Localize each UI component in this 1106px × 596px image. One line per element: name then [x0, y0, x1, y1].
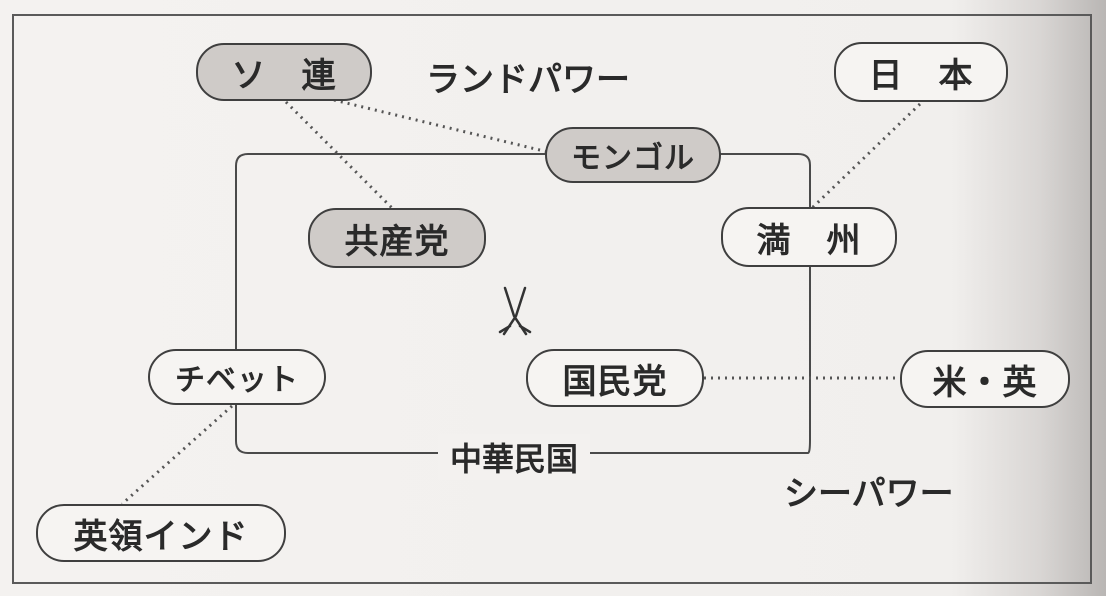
node-ccp: 共産党: [308, 208, 486, 268]
node-tibet-label: チベット: [175, 363, 299, 398]
label-roc: 中華民国: [438, 434, 591, 480]
roc-boundary: [590, 153, 811, 454]
link-japan-manchuria: [810, 102, 922, 210]
node-mongolia-label: モンゴル: [571, 141, 695, 176]
node-soviet-label: ソ 連: [231, 55, 337, 96]
label-sea-power: シーパワー: [784, 474, 954, 514]
link-tibet-india: [121, 404, 233, 506]
node-british-india-label: 英領インド: [73, 516, 249, 557]
node-manchuria-label: 満 州: [756, 220, 862, 261]
node-british-india: 英領インド: [36, 504, 286, 562]
node-soviet: ソ 連: [196, 43, 372, 101]
node-kmt: 国民党: [526, 349, 704, 407]
node-manchuria: 満 州: [721, 207, 897, 267]
node-japan-label: 日 本: [868, 55, 974, 96]
label-land-power: ランドパワー: [426, 60, 630, 100]
node-us-uk-label: 米・英: [932, 362, 1038, 403]
roc-boundary-left: [235, 153, 546, 454]
node-tibet: チベット: [148, 349, 326, 405]
node-us-uk: 米・英: [900, 350, 1070, 408]
node-mongolia: モンゴル: [545, 127, 721, 183]
link-soviet-mongolia: [333, 98, 549, 154]
crossed-swords-icon: [498, 286, 532, 336]
node-japan: 日 本: [834, 42, 1008, 102]
node-kmt-label: 国民党: [562, 361, 668, 402]
node-ccp-label: 共産党: [344, 221, 450, 262]
diagram-frame: [12, 14, 1092, 584]
